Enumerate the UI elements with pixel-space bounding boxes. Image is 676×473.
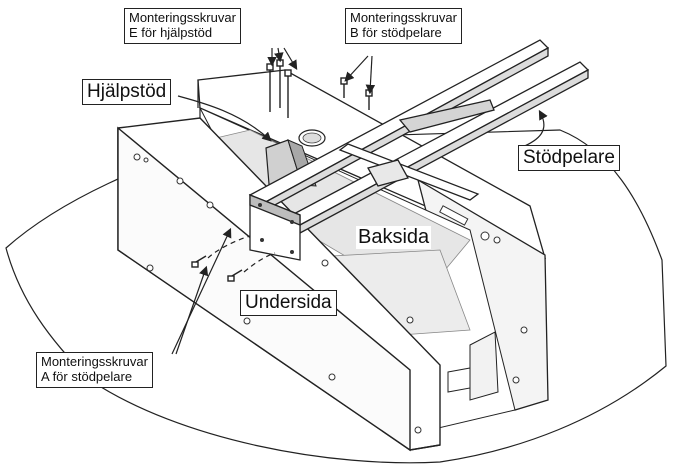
leader-lines: [171, 47, 548, 355]
screws-e-label-line1: Monteringsskruvar: [129, 10, 236, 25]
front-panel-face: [117, 126, 411, 452]
screws-a-label: Monteringsskruvar A för stödpelare: [36, 352, 153, 388]
screws-b-label-line2: B för stödpelare: [350, 24, 442, 40]
screws-e-label-line2: E för hjälpstöd: [129, 24, 213, 40]
undersida-label: Undersida: [240, 290, 337, 316]
front-panel-holes: [133, 153, 422, 434]
hjalpstod-label: Hjälpstöd: [82, 79, 172, 105]
screws-e-label: Monteringsskruvar E för hjälpstöd: [124, 8, 241, 44]
back-panel-details: [439, 205, 528, 384]
screws-b-label-line1: Monteringsskruvar: [350, 10, 457, 25]
baksida-label: Baksida: [356, 226, 432, 249]
screws-a-label-line1: Monteringsskruvar: [41, 354, 148, 369]
support-pillar-frame: [248, 39, 590, 261]
screws-b-label: Monteringsskruvar B för stödpelare: [345, 8, 462, 44]
pillar-holes: [258, 203, 294, 254]
stodpelare-label: Stödpelare: [518, 145, 620, 171]
screws-a: [191, 255, 243, 282]
screws-a-label-line2: A för stödpelare: [41, 368, 133, 384]
